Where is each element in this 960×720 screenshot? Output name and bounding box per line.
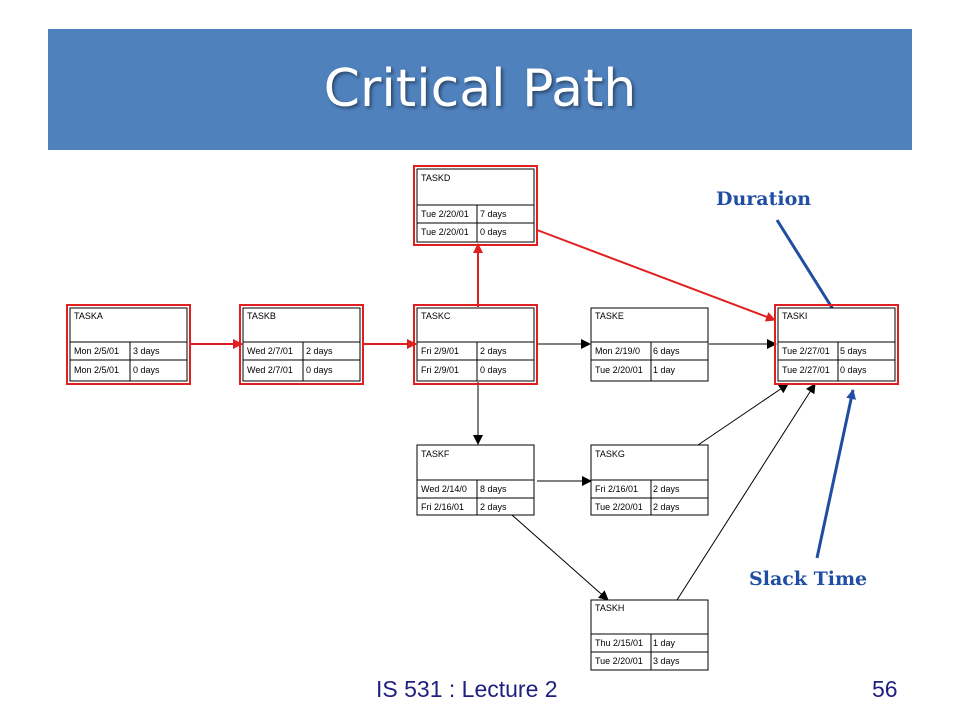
connector-f-h — [511, 514, 609, 601]
task-finish-date: Mon 2/5/01 — [74, 365, 119, 375]
duration-label: Duration — [716, 188, 811, 210]
task-finish-date: Fri 2/9/01 — [421, 365, 459, 375]
task-duration: 7 days — [480, 209, 507, 219]
task-start-date: Fri 2/16/01 — [595, 484, 638, 494]
footer-lecture: IS 531 : Lecture 2 — [376, 676, 558, 702]
task-start-date: Wed 2/7/01 — [247, 346, 293, 356]
task-duration: 3 days — [133, 346, 160, 356]
task-start-date: Tue 2/27/01 — [782, 346, 830, 356]
task-node-a: TASKA Mon 2/5/01 3 days Mon 2/5/01 0 day… — [66, 304, 191, 385]
task-name: TASKD — [421, 173, 451, 183]
task-duration: 2 days — [480, 346, 507, 356]
task-slack: 0 days — [133, 365, 160, 375]
task-finish-date: Wed 2/7/01 — [247, 365, 293, 375]
task-finish-date: Tue 2/20/01 — [595, 365, 643, 375]
slack-callout-arrow — [815, 389, 857, 559]
task-slack: 0 days — [480, 227, 507, 237]
task-duration: 2 days — [653, 484, 680, 494]
task-name: TASKE — [595, 311, 624, 321]
task-node-g: TASKG Fri 2/16/01 2 days Tue 2/20/01 2 d… — [590, 444, 709, 516]
task-node-e: TASKE Mon 2/19/0 6 days Tue 2/20/01 1 da… — [590, 307, 709, 382]
slide-title: Critical Path — [323, 59, 637, 119]
connector-d-i — [536, 229, 776, 322]
task-name: TASKH — [595, 603, 624, 613]
task-name: TASKI — [782, 311, 807, 321]
task-slack: 0 days — [840, 365, 867, 375]
task-slack: 2 days — [480, 502, 507, 512]
connector-h-i — [676, 383, 816, 601]
task-finish-date: Tue 2/20/01 — [595, 502, 643, 512]
task-duration: 8 days — [480, 484, 507, 494]
task-finish-date: Tue 2/20/01 — [595, 656, 643, 666]
task-start-date: Thu 2/15/01 — [595, 638, 643, 648]
task-slack: 2 days — [653, 502, 680, 512]
task-duration: 6 days — [653, 346, 680, 356]
task-duration: 5 days — [840, 346, 867, 356]
task-finish-date: Tue 2/27/01 — [782, 365, 830, 375]
task-start-date: Fri 2/9/01 — [421, 346, 459, 356]
task-node-i: TASKI Tue 2/27/01 5 days Tue 2/27/01 0 d… — [774, 304, 899, 385]
connector-g-i — [697, 383, 789, 446]
task-node-f: TASKF Wed 2/14/0 8 days Fri 2/16/01 2 da… — [416, 444, 535, 516]
task-start-date: Mon 2/19/0 — [595, 346, 640, 356]
task-duration: 2 days — [306, 346, 333, 356]
task-start-date: Wed 2/14/0 — [421, 484, 467, 494]
task-duration: 1 day — [653, 638, 676, 648]
task-name: TASKB — [247, 311, 276, 321]
task-name: TASKC — [421, 311, 451, 321]
task-name: TASKG — [595, 449, 625, 459]
task-finish-date: Tue 2/20/01 — [421, 227, 469, 237]
task-slack: 3 days — [653, 656, 680, 666]
task-finish-date: Fri 2/16/01 — [421, 502, 464, 512]
task-slack: 0 days — [480, 365, 507, 375]
task-node-d: TASKD Tue 2/20/01 7 days Tue 2/20/01 0 d… — [413, 165, 538, 246]
title-bar: Critical Path — [48, 29, 912, 150]
task-slack: 0 days — [306, 365, 333, 375]
task-start-date: Tue 2/20/01 — [421, 209, 469, 219]
task-node-c: TASKC Fri 2/9/01 2 days Fri 2/9/01 0 day… — [413, 304, 538, 385]
page-number: 56 — [872, 676, 898, 702]
task-slack: 1 day — [653, 365, 676, 375]
task-node-h: TASKH Thu 2/15/01 1 day Tue 2/20/01 3 da… — [590, 599, 709, 671]
task-name: TASKF — [421, 449, 450, 459]
task-start-date: Mon 2/5/01 — [74, 346, 119, 356]
task-name: TASKA — [74, 311, 103, 321]
slack-time-label: Slack Time — [749, 568, 867, 590]
task-node-b: TASKB Wed 2/7/01 2 days Wed 2/7/01 0 day… — [239, 304, 364, 385]
